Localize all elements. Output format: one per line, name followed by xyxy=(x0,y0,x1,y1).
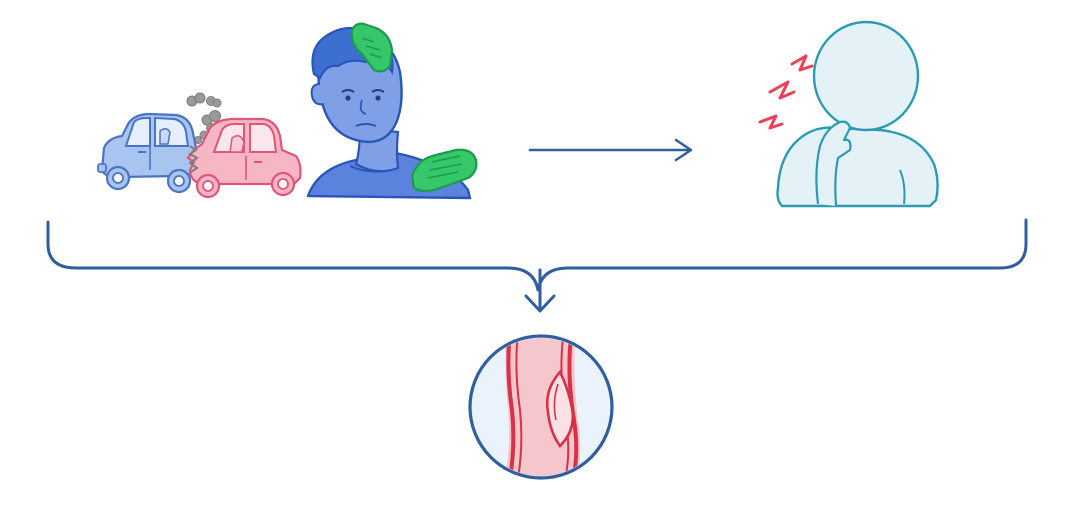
blue-car-icon xyxy=(97,112,198,194)
impact-icon xyxy=(188,145,199,173)
pain-zigzag-icon xyxy=(758,54,814,130)
result-arrow xyxy=(524,268,556,313)
pink-car-icon xyxy=(186,117,302,199)
neck-pain-person-illustration xyxy=(758,20,939,208)
glove-hand-shoulder-icon xyxy=(410,148,478,193)
cause-arrow xyxy=(528,138,693,162)
grouping-brace xyxy=(46,218,1028,292)
whiplash-neck-injury-illustration xyxy=(306,22,478,200)
car-collision-illustration xyxy=(97,92,302,199)
artery-dissection-magnified-illustration xyxy=(468,334,614,480)
smoke-icon xyxy=(186,92,222,144)
